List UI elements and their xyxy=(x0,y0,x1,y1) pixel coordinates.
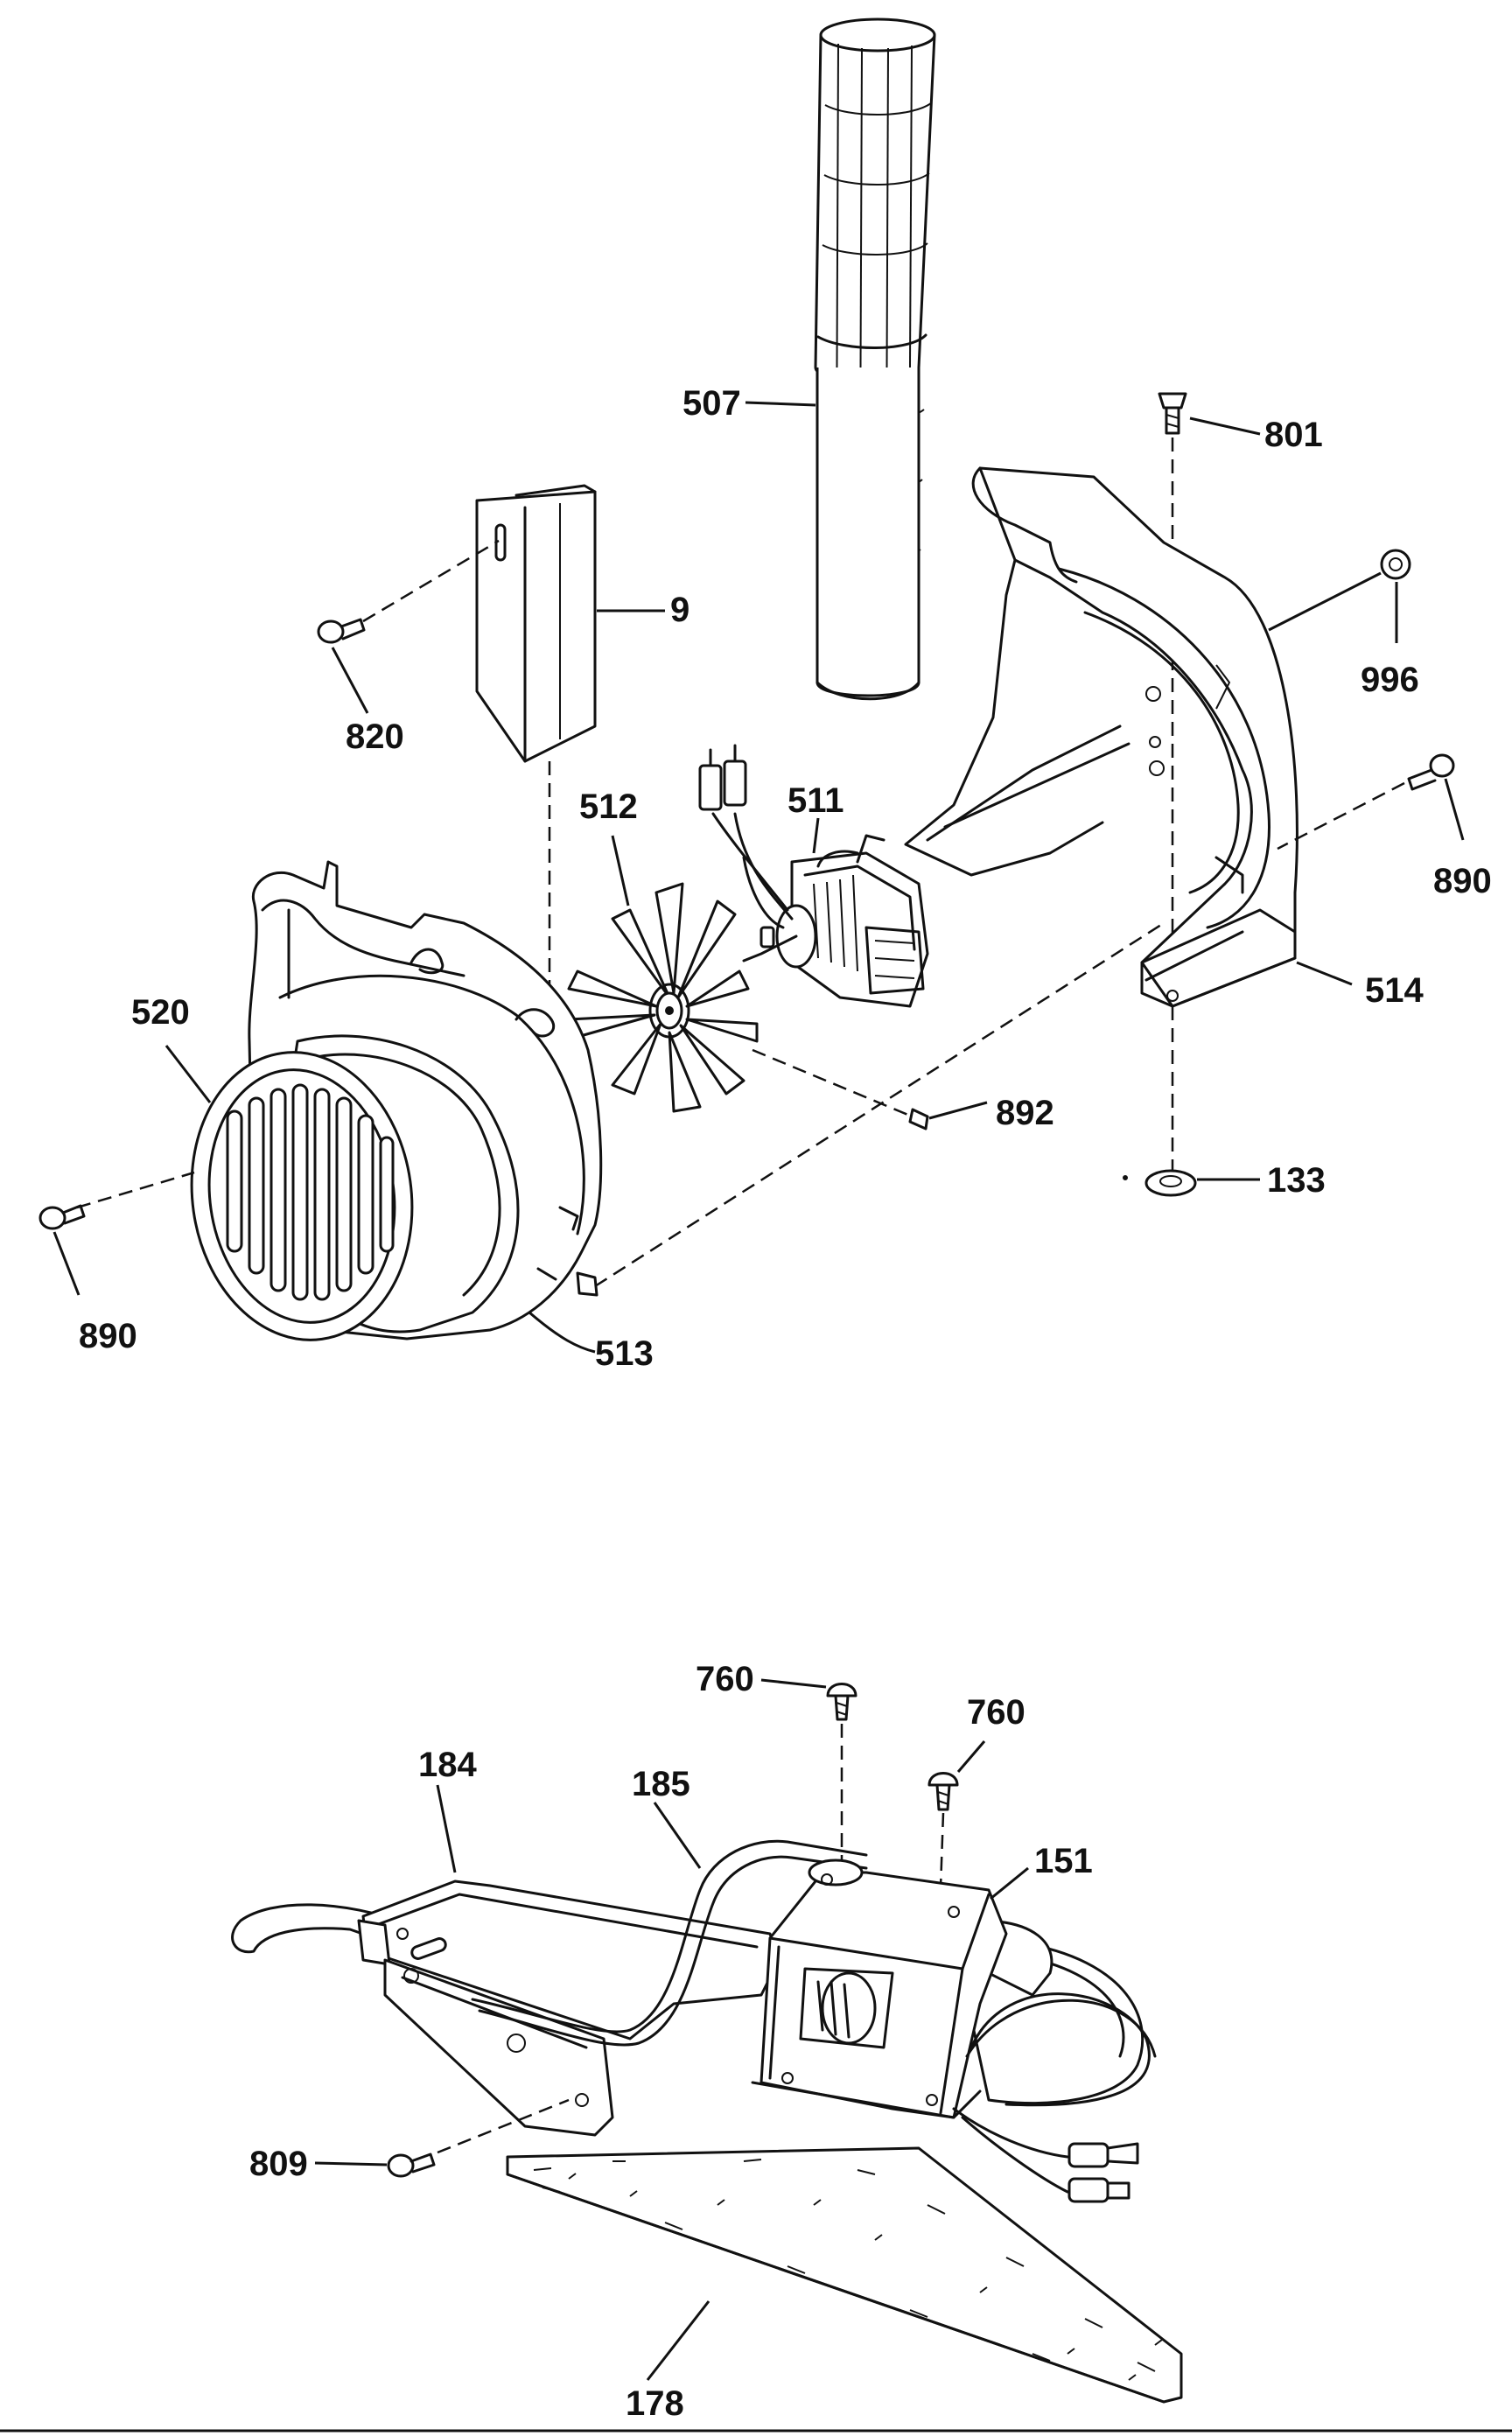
leader-820 xyxy=(331,647,369,714)
label-151: 151 xyxy=(1034,1842,1093,1880)
grille-part-520 xyxy=(190,1051,414,1341)
leader-185 xyxy=(653,1802,702,1869)
leader-511 xyxy=(812,817,820,854)
leader-996-b xyxy=(1268,571,1382,632)
clip-part-892 xyxy=(908,1108,929,1130)
screw-part-809 xyxy=(387,2152,436,2178)
leader-760-a xyxy=(760,1678,827,1689)
label-890-right: 890 xyxy=(1433,862,1492,900)
grille-slots xyxy=(226,1083,395,1301)
axis-890-left xyxy=(76,1171,195,1209)
fan-blade-part-512 xyxy=(567,882,759,1113)
insulation-pad-part-178 xyxy=(506,2146,1183,2404)
screw-part-760-b xyxy=(928,1772,959,1811)
housing-part-514 xyxy=(904,466,1298,1008)
screw-part-890-left xyxy=(38,1204,86,1230)
leader-890-left xyxy=(52,1231,80,1296)
screw-part-801 xyxy=(1158,392,1187,435)
leader-801 xyxy=(1189,416,1261,436)
leader-513 xyxy=(528,1311,596,1354)
label-133: 133 xyxy=(1267,1161,1326,1200)
motor-wire-loop xyxy=(952,1992,1157,2203)
grommet-part-133 xyxy=(1144,1169,1197,1197)
rod-part-185 xyxy=(471,1839,868,2047)
label-184: 184 xyxy=(418,1746,477,1784)
leader-514 xyxy=(1296,961,1353,986)
screw-part-760-a xyxy=(826,1683,858,1721)
label-760-b: 760 xyxy=(967,1693,1026,1732)
leader-151 xyxy=(990,1866,1029,1900)
axis-809 xyxy=(437,2098,570,2154)
axis-820 xyxy=(362,539,500,623)
axis-890-right xyxy=(1277,781,1405,850)
label-513: 513 xyxy=(595,1334,654,1373)
label-511: 511 xyxy=(788,781,844,820)
screw-part-890-right xyxy=(1407,753,1455,791)
label-760-a: 760 xyxy=(696,1660,754,1698)
label-514: 514 xyxy=(1365,971,1424,1010)
motor-wire-leads xyxy=(698,744,794,929)
label-892: 892 xyxy=(996,1094,1054,1132)
leader-890-right xyxy=(1444,778,1465,841)
label-178: 178 xyxy=(626,2384,684,2423)
bracket-part-184 xyxy=(231,1880,780,2137)
axis-892 xyxy=(752,1048,911,1117)
axis-513 xyxy=(594,921,1165,1288)
label-809: 809 xyxy=(249,2145,308,2183)
label-507: 507 xyxy=(682,384,741,423)
leader-512 xyxy=(611,835,630,906)
leader-520 xyxy=(164,1045,212,1103)
label-512: 512 xyxy=(579,788,638,826)
label-9: 9 xyxy=(670,591,690,629)
motor-assembly-part-151 xyxy=(751,1858,1144,2119)
blower-wheel-part-507 xyxy=(814,18,936,701)
leader-760-b xyxy=(956,1740,986,1773)
baffle-part-9 xyxy=(475,484,597,763)
nut-part-996 xyxy=(1380,549,1411,580)
leader-184 xyxy=(436,1784,457,1873)
leader-178 xyxy=(646,2300,710,2381)
label-996: 996 xyxy=(1361,661,1419,699)
leader-892 xyxy=(928,1101,988,1120)
label-801: 801 xyxy=(1264,416,1323,454)
label-520: 520 xyxy=(131,993,190,1032)
leader-809 xyxy=(314,2161,388,2166)
motor-part-511 xyxy=(742,834,929,1008)
label-890-left: 890 xyxy=(79,1317,137,1355)
screw-part-820 xyxy=(317,618,366,644)
leader-507 xyxy=(745,401,816,407)
label-185: 185 xyxy=(632,1765,690,1803)
label-820: 820 xyxy=(346,718,404,756)
